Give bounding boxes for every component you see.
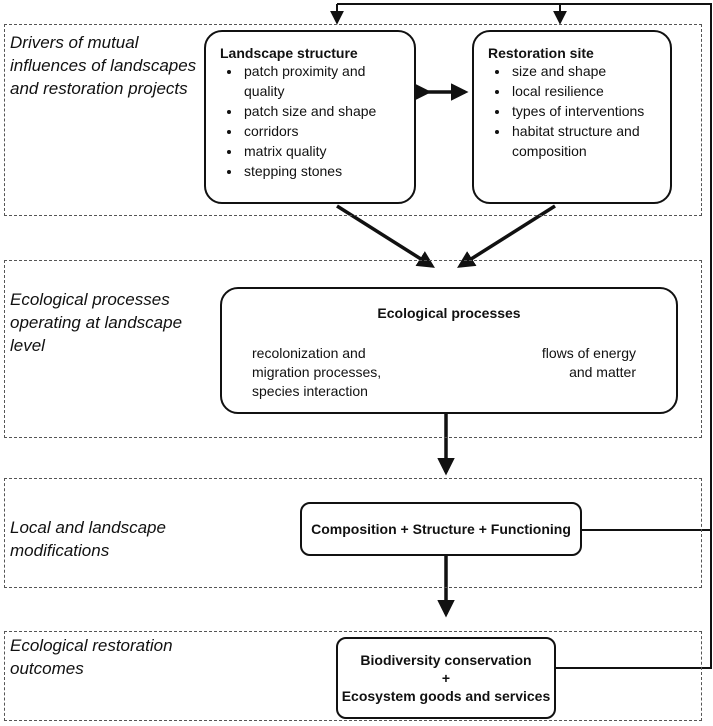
composition-structure-functioning-label: Composition + Structure + Functioning	[311, 521, 571, 537]
restoration-site-title: Restoration site	[488, 45, 594, 61]
drivers-label: Drivers of mutual influences of landscap…	[10, 33, 197, 98]
landscape-structure-title: Landscape structure	[220, 45, 358, 61]
list-item: types of interventions	[510, 101, 660, 121]
outcome-ecosystem-services: Ecosystem goods and services	[341, 688, 551, 704]
ecological-processes-box: Ecological processes recolonization and …	[220, 287, 678, 414]
composition-structure-functioning-box: Composition + Structure + Functioning	[300, 502, 582, 556]
list-item: patch proximity and quality	[242, 61, 404, 101]
processes-label: Ecological processes operating at landsc…	[10, 290, 183, 355]
outcomes-label: Ecological restoration outcomes	[10, 636, 173, 678]
ecological-processes-left-text: recolonization and migration processes, …	[252, 345, 382, 399]
ecological-processes-right-text: flows of energy and matter	[541, 345, 636, 380]
feedback-loop-line	[337, 3, 712, 531]
restoration-site-box: Restoration site size and shape local re…	[472, 30, 672, 204]
restoration-site-list: size and shape local resilience types of…	[488, 61, 660, 161]
list-item: local resilience	[510, 81, 660, 101]
list-item: patch size and shape	[242, 101, 404, 121]
landscape-structure-list: patch proximity and quality patch size a…	[220, 61, 404, 181]
outcomes-box: Biodiversity conservation + Ecosystem go…	[336, 637, 556, 719]
ecological-processes-title: Ecological processes	[377, 305, 521, 321]
list-item: corridors	[242, 121, 404, 141]
list-item: habitat structure and composition	[510, 121, 660, 161]
arrow-landscape-to-processes	[336, 204, 435, 268]
list-item: matrix quality	[242, 141, 404, 161]
list-item: size and shape	[510, 61, 660, 81]
processes-panel	[4, 260, 702, 438]
landscape-structure-box: Landscape structure patch proximity and …	[204, 30, 416, 204]
outcome-plus: +	[441, 670, 451, 686]
list-item: stepping stones	[242, 161, 404, 181]
drivers-panel	[4, 24, 702, 216]
modifications-panel	[4, 478, 702, 588]
modifications-label: Local and landscape modifications	[10, 518, 166, 560]
outcome-biodiversity: Biodiversity conservation	[360, 652, 532, 668]
outcome-feedback-line	[556, 530, 712, 669]
arrow-restoration-to-processes	[457, 204, 556, 268]
outcomes-panel	[4, 631, 702, 721]
